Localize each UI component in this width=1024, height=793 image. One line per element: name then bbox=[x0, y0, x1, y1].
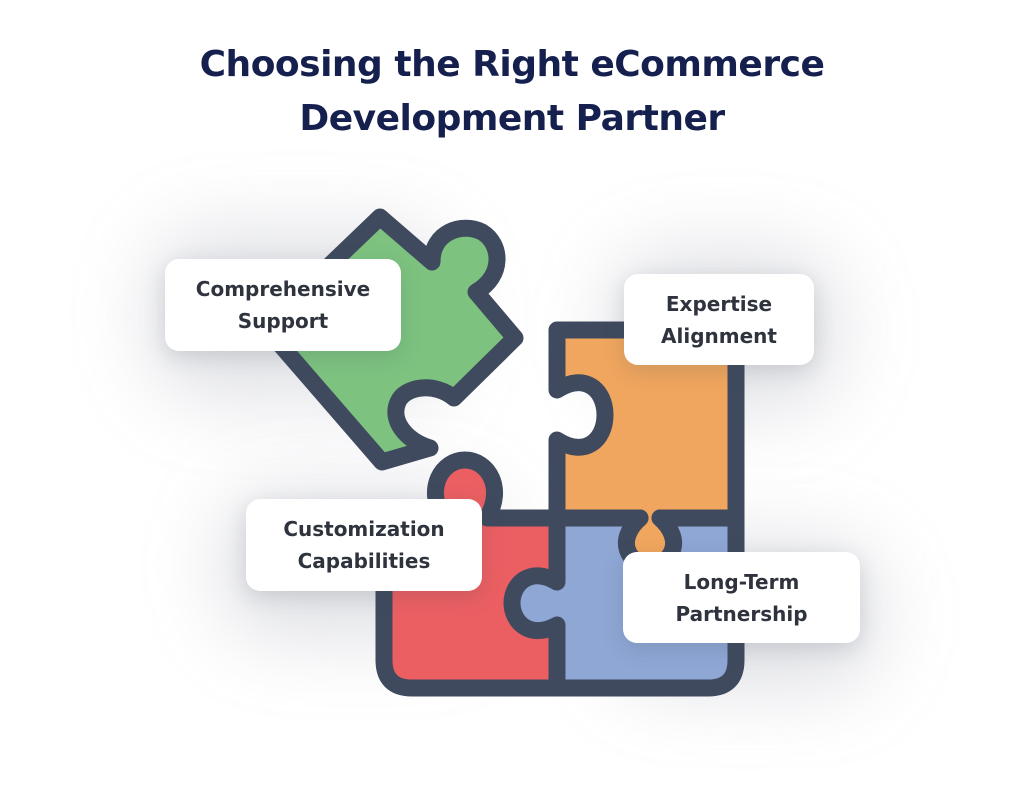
page-title: Choosing the Right eCommerce Development… bbox=[0, 38, 1024, 146]
card-expertise-alignment: Expertise Alignment bbox=[624, 274, 814, 365]
card-long-term-partnership: Long-Term Partnership bbox=[623, 552, 860, 643]
title-line-1: Choosing the Right eCommerce bbox=[199, 44, 825, 85]
card-comprehensive-support-line2: Support bbox=[237, 309, 329, 333]
card-comprehensive-support-line1: Comprehensive bbox=[195, 277, 371, 301]
title-line-2: Development Partner bbox=[299, 98, 725, 139]
card-customization-capabilities-line2: Capabilities bbox=[297, 549, 431, 573]
card-customization-capabilities: Customization Capabilities bbox=[246, 499, 482, 591]
card-expertise-alignment-line1: Expertise bbox=[665, 291, 773, 316]
card-long-term-partnership-line1: Long-Term bbox=[683, 569, 800, 594]
card-expertise-alignment-line2: Alignment bbox=[661, 323, 777, 348]
card-long-term-partnership-line2: Partnership bbox=[675, 601, 808, 626]
card-customization-capabilities-line1: Customization bbox=[283, 517, 445, 541]
card-comprehensive-support: Comprehensive Support bbox=[165, 259, 401, 351]
